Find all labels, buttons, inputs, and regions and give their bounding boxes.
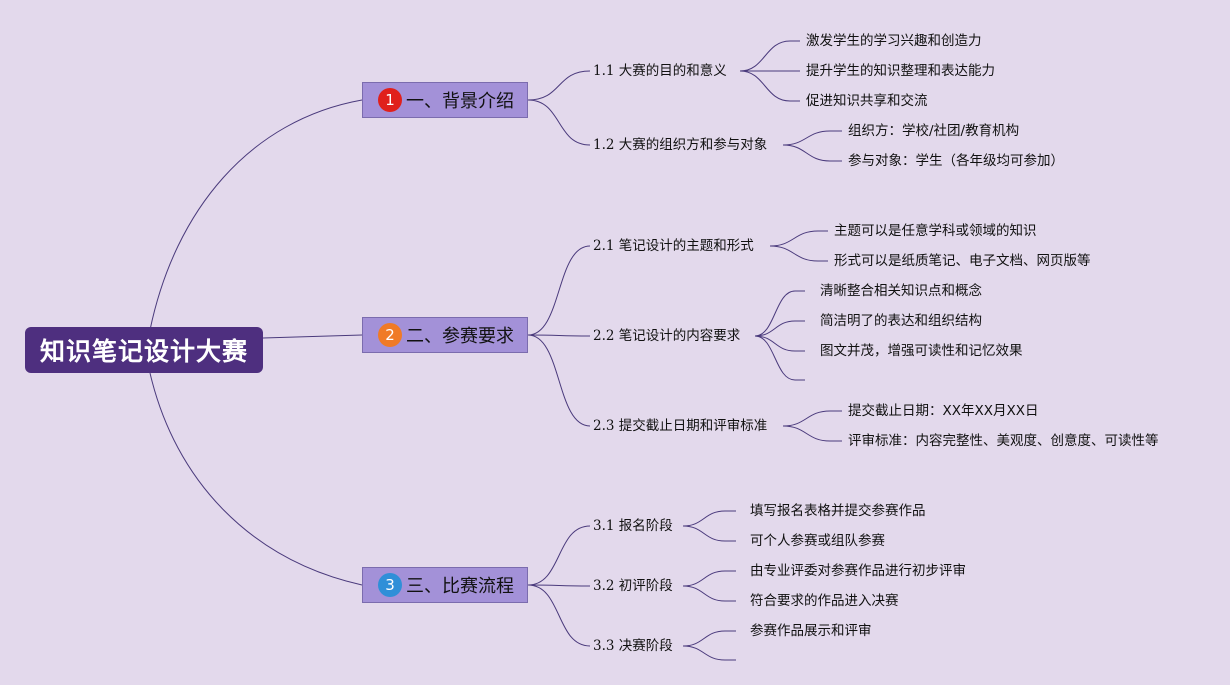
leaf-2-1-1[interactable]: 主题可以是任意学科或领域的知识 xyxy=(834,223,1037,239)
leaf-3-2-2[interactable]: 符合要求的作品进入决赛 xyxy=(750,593,899,609)
number-badge-3: 3 xyxy=(378,573,402,597)
leaf-2-2-1[interactable]: 清晰整合相关知识点和概念 xyxy=(820,283,982,299)
leaf-2-2-2[interactable]: 简洁明了的表达和组织结构 xyxy=(820,313,982,329)
leaf-2-3-2[interactable]: 评审标准：内容完整性、美观度、创意度、可读性等 xyxy=(848,433,1159,449)
subtopic-3-1[interactable]: 3.1 报名阶段 xyxy=(593,518,673,534)
leaf-1-2-1[interactable]: 组织方：学校/社团/教育机构 xyxy=(848,123,1020,139)
subtopic-1-2[interactable]: 1.2 大赛的组织方和参与对象 xyxy=(593,137,768,153)
subtopic-1-1[interactable]: 1.1 大赛的目的和意义 xyxy=(593,63,727,79)
leaf-1-1-1[interactable]: 激发学生的学习兴趣和创造力 xyxy=(806,33,982,49)
leaf-3-3-1[interactable]: 参赛作品展示和评审 xyxy=(750,623,872,639)
leaf-2-2-3[interactable]: 图文并茂，增强可读性和记忆效果 xyxy=(820,343,1023,359)
subtopic-3-2[interactable]: 3.2 初评阶段 xyxy=(593,578,673,594)
subtopic-3-3[interactable]: 3.3 决赛阶段 xyxy=(593,638,673,654)
number-badge-1: 1 xyxy=(378,88,402,112)
leaf-1-1-2[interactable]: 提升学生的知识整理和表达能力 xyxy=(806,63,995,79)
root-title: 知识笔记设计大赛 xyxy=(39,337,248,366)
leaf-2-3-1[interactable]: 提交截止日期：XX年XX月XX日 xyxy=(848,403,1039,419)
leaf-3-1-2[interactable]: 可个人参赛或组队参赛 xyxy=(750,533,885,549)
leaf-2-1-2[interactable]: 形式可以是纸质笔记、电子文档、网页版等 xyxy=(834,253,1091,269)
branch-process[interactable]: 3 三、比赛流程 xyxy=(362,567,528,603)
subtopic-2-2[interactable]: 2.2 笔记设计的内容要求 xyxy=(593,328,741,344)
branch-label: 一、背景介绍 xyxy=(406,91,514,112)
subtopic-2-3[interactable]: 2.3 提交截止日期和评审标准 xyxy=(593,418,768,434)
branch-label: 三、比赛流程 xyxy=(406,576,514,597)
subtopic-2-1[interactable]: 2.1 笔记设计的主题和形式 xyxy=(593,238,754,254)
leaf-3-1-1[interactable]: 填写报名表格并提交参赛作品 xyxy=(750,503,926,519)
leaf-1-1-3[interactable]: 促进知识共享和交流 xyxy=(806,93,928,109)
root-topic[interactable]: 知识笔记设计大赛 xyxy=(25,327,263,373)
leaf-1-2-2[interactable]: 参与对象：学生（各年级均可参加） xyxy=(848,153,1064,169)
leaf-3-2-1[interactable]: 由专业评委对参赛作品进行初步评审 xyxy=(750,563,966,579)
branch-background[interactable]: 1 一、背景介绍 xyxy=(362,82,528,118)
number-badge-2: 2 xyxy=(378,323,402,347)
branch-requirements[interactable]: 2 二、参赛要求 xyxy=(362,317,528,353)
branch-label: 二、参赛要求 xyxy=(406,326,514,347)
